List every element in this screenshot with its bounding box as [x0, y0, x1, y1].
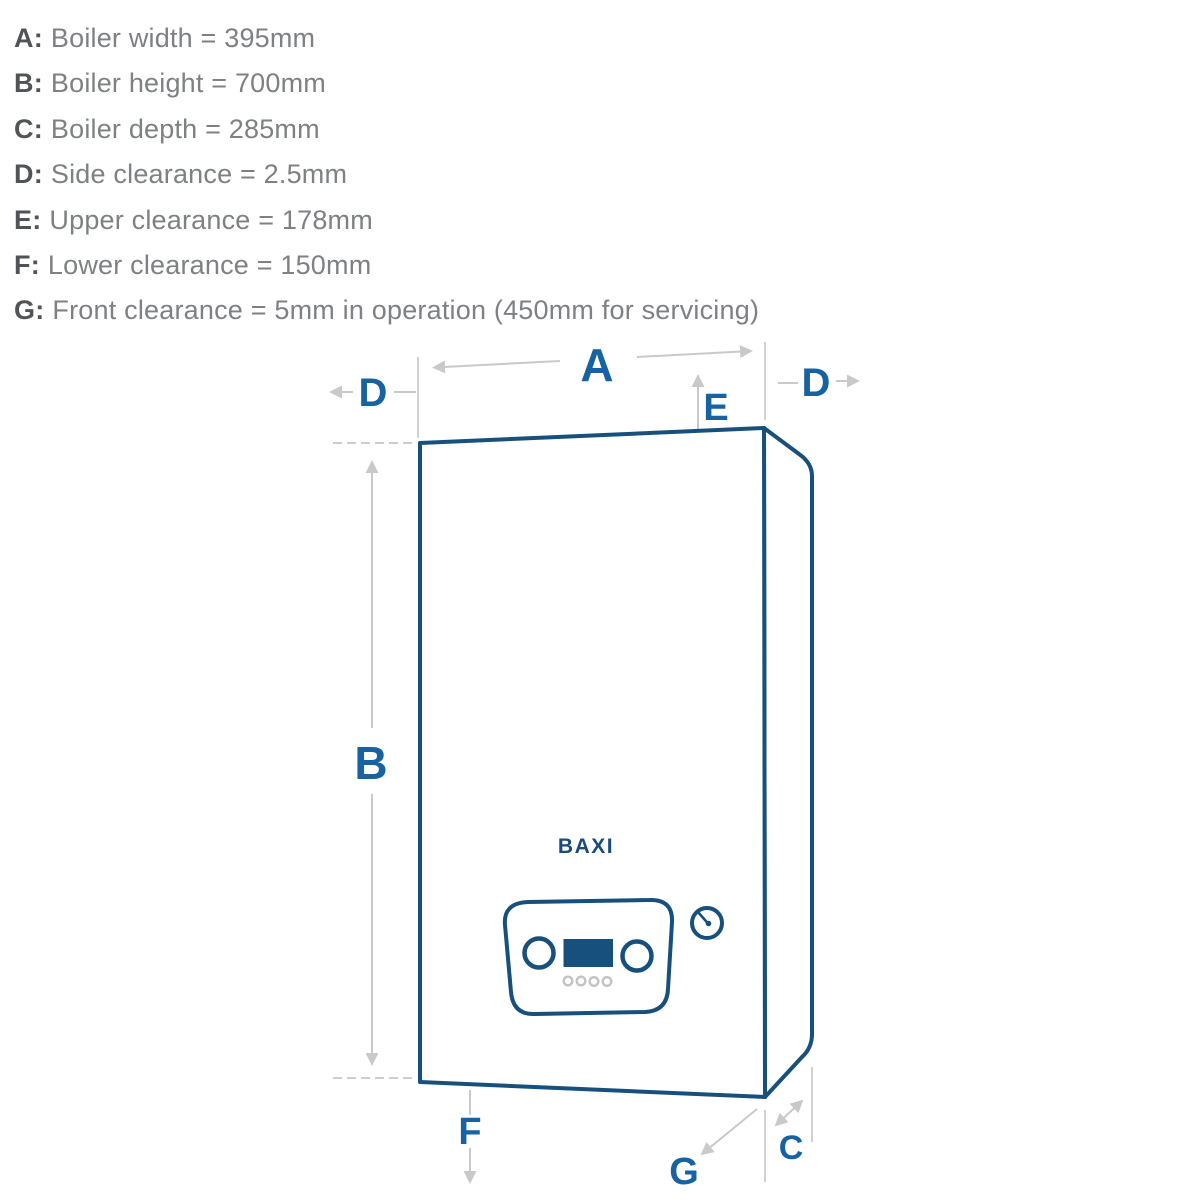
legend-line-depth: C:Boiler depth = 285mm [14, 107, 1174, 152]
dimension-lower-clearance: F [455, 1090, 485, 1184]
gauge-pivot [705, 920, 712, 927]
boiler-body: BAXI [418, 426, 814, 1099]
legend-text-e: Upper clearance = 178mm [49, 204, 373, 235]
dim-label-side-right: D [802, 361, 831, 405]
width-arrow-left [432, 360, 561, 374]
gauge-needle [696, 910, 710, 925]
panel-button-3 [588, 976, 600, 988]
dimension-height: B [351, 460, 391, 1066]
legend-line-lower-clearance: F:Lower clearance = 150mm [14, 243, 1174, 288]
width-arrow-right [636, 345, 753, 359]
legend-line-height: B:Boiler height = 700mm [14, 61, 1174, 106]
legend-text-b: Boiler height = 700mm [50, 68, 326, 99]
dim-label-depth: C [779, 1129, 804, 1167]
right-knob [620, 939, 654, 973]
legend-line-front-clearance: G:Front clearance = 5mm in operation (45… [14, 288, 1174, 333]
dimension-side-clearance-right: D [778, 358, 860, 408]
panel-button-1 [562, 975, 574, 987]
legend-key-f: F: [14, 250, 40, 281]
boiler-side-panel [762, 426, 814, 1099]
legend-text-f: Lower clearance = 150mm [47, 250, 372, 281]
dim-label-side-left: D [359, 371, 388, 415]
panel-button-4 [601, 976, 613, 988]
dimension-depth: C [774, 1099, 806, 1170]
dimension-front-clearance: G [666, 1108, 758, 1196]
dim-label-height: B [354, 737, 387, 789]
left-knob [522, 936, 556, 970]
dim-label-upper: E [703, 387, 728, 429]
boiler-diagram: A B D D E F [329, 336, 860, 1196]
depth-double-arrow [774, 1099, 804, 1127]
legend-key-b: B: [14, 68, 43, 99]
legend-line-side-clearance: D:Side clearance = 2.5mm [14, 152, 1174, 197]
legend-text-c: Boiler depth = 285mm [50, 113, 320, 144]
dimension-side-clearance-left: D [329, 368, 416, 418]
legend-text-d: Side clearance = 2.5mm [50, 159, 348, 190]
legend-key-a: A: [14, 23, 43, 53]
dim-label-lower: F [458, 1111, 481, 1153]
dim-label-width: A [580, 339, 613, 391]
baxi-logo: BAXI [558, 835, 614, 858]
pressure-gauge-icon [690, 906, 724, 940]
panel-button-2 [575, 975, 587, 987]
dimension-legend: A:Boiler width = 395mm B:Boiler height =… [14, 16, 1174, 334]
legend-key-d: D: [14, 159, 43, 190]
legend-text-a: Boiler width = 395mm [50, 23, 316, 53]
display-screen [563, 939, 613, 967]
dimension-width: A [432, 336, 753, 394]
legend-key-e: E: [14, 204, 42, 235]
dim-label-front: G [669, 1151, 699, 1193]
panel-buttons [562, 975, 613, 988]
legend-key-g: G: [14, 295, 45, 326]
dimension-upper-clearance: E [691, 374, 732, 432]
legend-line-width: A:Boiler width = 395mm [14, 16, 1174, 61]
legend-key-c: C: [14, 113, 43, 144]
control-panel [502, 897, 675, 1017]
legend-text-g: Front clearance = 5mm in operation (450m… [52, 295, 760, 326]
front-arrow [700, 1108, 758, 1156]
legend-line-upper-clearance: E:Upper clearance = 178mm [14, 198, 1174, 243]
